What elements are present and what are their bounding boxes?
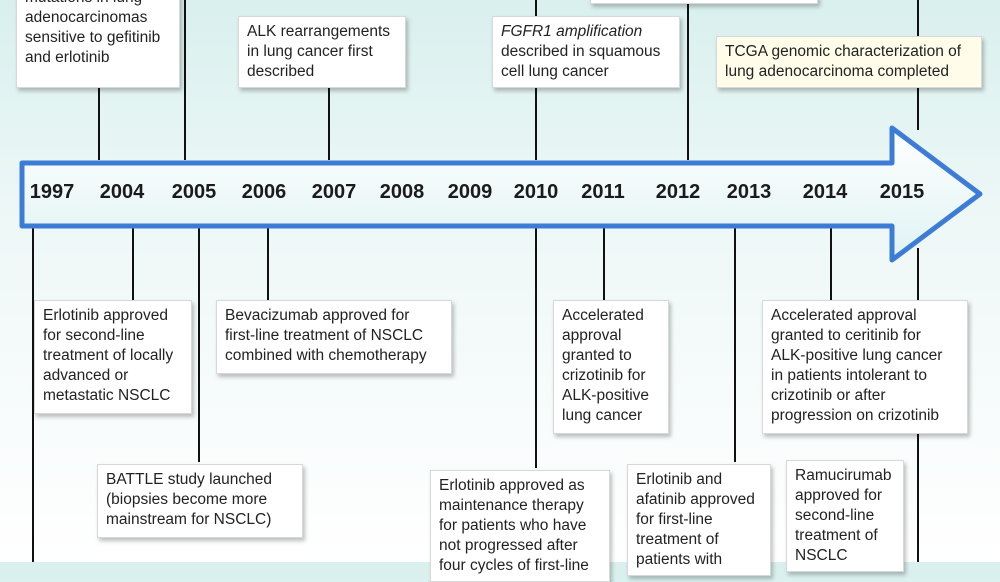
year-label: 2011 [581,181,625,203]
event-text-line: combined with chemotherapy [225,347,427,364]
connector-line [830,228,832,300]
event-text-line: maintenance therapy [439,497,584,514]
year-label: 2006 [241,181,287,203]
ceritinib-event: Accelerated approval granted to ceritini… [762,300,968,434]
event-text-line: described [247,63,315,80]
event-text-line: BATTLE study launched [106,471,272,488]
year-label: 2005 [171,181,217,203]
event-text-line: Erlotinib approved [43,307,168,324]
event-text-line: approved for [795,487,883,504]
event-text-line: sensitive to gefitinib [25,29,161,46]
connector-line [328,88,330,160]
connector-line [734,228,736,462]
erlotinib-second-line-event: Erlotinib approved for second-line treat… [34,300,192,414]
event-text-line: patients with [636,551,723,568]
event-text-line: granted to ceritinib for [771,327,921,344]
event-text-line: afatinib approved [636,491,755,508]
event-text-line: treatment of [636,531,719,548]
year-label: 1997 [29,181,75,203]
event-text-line: for first-line [636,511,713,528]
connector-line [132,228,134,300]
event-text-line: lung cancer [562,407,643,424]
partial-top-event [590,0,818,4]
event-text-line: first-line treatment of NSCLC [225,327,424,344]
event-text-line: (biopsies become more [106,491,268,508]
fgfr1-event: FGFR1 amplification described in squamou… [492,16,680,88]
event-text-line: ALK-positive lung cancer [771,347,943,364]
timeline-arrow [19,125,983,263]
connector-line [535,228,537,468]
connector-line [98,88,100,160]
event-text-line: Bevacizumab approved for [225,307,410,324]
event-text-line: not progressed after [439,537,578,554]
year-label: 2010 [513,181,559,203]
ramucirumab-event: Ramucirumab approved for second-line tre… [786,460,904,572]
event-text-line: crizotinib for [562,367,646,384]
event-text-line: in patients intolerant to [771,367,927,384]
connector-line [267,228,269,300]
year-label: 2015 [879,181,925,203]
bevacizumab-event: Bevacizumab approved for first-line trea… [216,300,452,374]
event-text-line: second-line [795,507,875,524]
event-text-line: approval [562,327,622,344]
year-label: 2012 [655,181,701,203]
year-label: 2008 [379,181,425,203]
event-text-line: mutations in lung [25,0,171,8]
event-text-line: crizotinib or after [771,387,886,404]
year-label: 2009 [447,181,493,203]
erlotinib-afatinib-event: Erlotinib and afatinib approved for firs… [627,464,771,576]
event-text-line: described in squamous [501,43,661,60]
event-text-line: cell lung cancer [501,63,609,80]
event-text-line: Erlotinib and [636,471,723,488]
event-text-line: TCGA genomic characterization of [725,43,962,60]
event-text-line: and erlotinib [25,49,110,66]
connector-line [32,228,34,562]
event-text-line: for patients who have [439,517,587,534]
connector-line [184,0,186,160]
egfr-mutations-event: mutations in lung adenocarcinomas sensit… [16,0,180,88]
event-text-line: treatment of locally [43,347,174,364]
year-label: 2007 [311,181,357,203]
event-text-line: Accelerated [562,307,644,324]
event-text-line: advanced or [43,367,129,384]
event-text-line: ALK-positive [562,387,650,404]
battle-study-event: BATTLE study launched (biopsies become m… [97,464,303,538]
year-label: 2004 [99,181,145,203]
connector-line [198,228,200,462]
event-text-line: treatment of [795,527,878,544]
event-text-line: adenocarcinomas [25,9,148,26]
crizotinib-event: Accelerated approval granted to crizotin… [553,300,669,434]
event-text-line: Ramucirumab [795,467,892,484]
event-text-line: four cycles of first-line [439,557,589,574]
event-text-line: Erlotinib approved as [439,477,585,494]
year-label: 2014 [802,181,848,203]
event-text-line: ALK rearrangements [247,23,391,40]
connector-line [687,0,689,160]
event-text-line: Accelerated approval [771,307,917,324]
event-text-line: granted to [562,347,632,364]
year-label: 2013 [726,181,772,203]
event-text-line: progression on crizotinib [771,407,940,424]
connector-line [603,228,605,300]
event-text-line: lung adenocarcinoma completed [725,63,950,80]
event-text-line: mainstream for NSCLC) [106,511,272,528]
event-text-line: FGFR1 amplification [501,23,643,40]
erlotinib-maintenance-event: Erlotinib approved as maintenance therap… [430,470,610,582]
alk-rearrangements-event: ALK rearrangements in lung cancer first … [238,16,406,88]
tcga-event: TCGA genomic characterization of lung ad… [716,36,982,88]
event-text-line: metastatic NSCLC [43,387,171,404]
event-text-line: for second-line [43,327,145,344]
event-text-line: in lung cancer first [247,43,373,60]
event-text-line: NSCLC [795,547,848,564]
